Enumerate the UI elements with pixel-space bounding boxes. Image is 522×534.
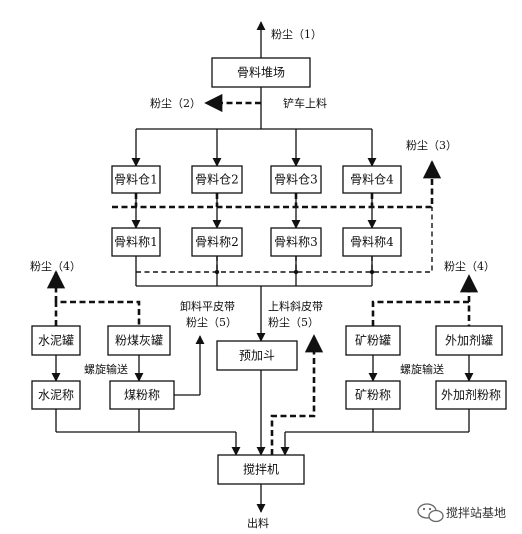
dust-lines [46,93,479,455]
aggregate-scale-4: 骨料称4 [342,227,402,257]
aggregate-bin-1: 骨料仓1 [111,165,161,194]
watermark: 搅拌站基地 [417,503,506,523]
dust-4-right-label: 粉尘（4） [444,260,495,273]
mixer-label: 搅拌机 [243,462,279,477]
dust-2-label: 粉尘（2） [150,97,201,110]
unload-belt-label: 卸料平皮带 [180,299,235,313]
aggregate-scale-1-label: 骨料称1 [114,235,158,249]
aggregate-bin-1-label: 骨料仓1 [114,173,158,187]
dust-5-right-label: 粉尘（5） [268,316,319,329]
screw-conveyor-left-label: 螺旋输送 [84,362,128,376]
aggregate-scale-1: 骨料称1 [111,227,161,257]
aggregate-scale-2-label: 骨料称2 [195,235,239,249]
slag-scale-label: 矿粉称 [355,388,391,402]
aggregate-bin-4-label: 骨料仓4 [350,173,394,187]
aggregate-scale-4-label: 骨料称4 [350,235,394,249]
mixer: 搅拌机 [217,454,305,485]
cement-tank-label: 水泥罐 [38,334,74,348]
aggregate-bin-4: 骨料仓4 [342,165,402,194]
aggregate-scale-3-label: 骨料称3 [274,235,318,249]
wechat-icon [417,503,444,523]
flyash-tank: 粉煤灰罐 [107,325,171,356]
flow-lines [51,21,474,513]
cement-tank: 水泥罐 [31,325,81,356]
admixture-scale-label: 外加剂粉称 [441,387,501,402]
aggregate-scale-2: 骨料称2 [191,227,243,257]
slag-tank: 矿粉罐 [345,325,401,356]
aggregate-bin-2: 骨料仓2 [191,165,243,194]
coal-powder-scale-label: 煤粉称 [124,388,160,402]
aggregate-bin-3-label: 骨料仓3 [274,173,318,187]
admixture-tank-label: 外加剂罐 [445,333,493,348]
annotations: 粉尘（1） 粉尘（2） 铲车上料 粉尘（3） 粉尘（4） 粉尘（4） 卸料平皮带… [30,28,495,530]
slag-tank-label: 矿粉罐 [355,334,391,348]
admixture-tank: 外加剂罐 [435,325,503,356]
screw-conveyor-right-label: 螺旋输送 [400,362,444,376]
admixture-scale: 外加剂粉称 [435,380,507,410]
aggregate-scale-3: 骨料称3 [270,227,322,257]
cement-scale: 水泥称 [31,380,81,410]
coal-powder-scale: 煤粉称 [109,380,175,410]
aggregate-yard-box: 骨料堆场 [211,57,311,88]
dust-3-label: 粉尘（3） [406,139,457,152]
aggregate-yard-label: 骨料堆场 [237,66,285,80]
cement-scale-label: 水泥称 [38,388,74,402]
dust-5-left-label: 粉尘（5） [186,316,237,329]
flyash-tank-label: 粉煤灰罐 [115,334,163,348]
prehopper: 预加斗 [216,340,298,371]
loader-label: 铲车上料 [283,96,327,110]
aggregate-bin-3: 骨料仓3 [270,165,322,194]
dust-4-left-label: 粉尘（4） [30,260,81,273]
output-label: 出料 [247,516,269,530]
incline-belt-label: 上料斜皮带 [268,299,323,313]
aggregate-bin-2-label: 骨料仓2 [195,173,239,187]
dust-1-label: 粉尘（1） [271,28,322,41]
slag-scale: 矿粉称 [345,380,401,410]
watermark-text: 搅拌站基地 [446,505,506,520]
prehopper-label: 预加斗 [239,349,275,363]
